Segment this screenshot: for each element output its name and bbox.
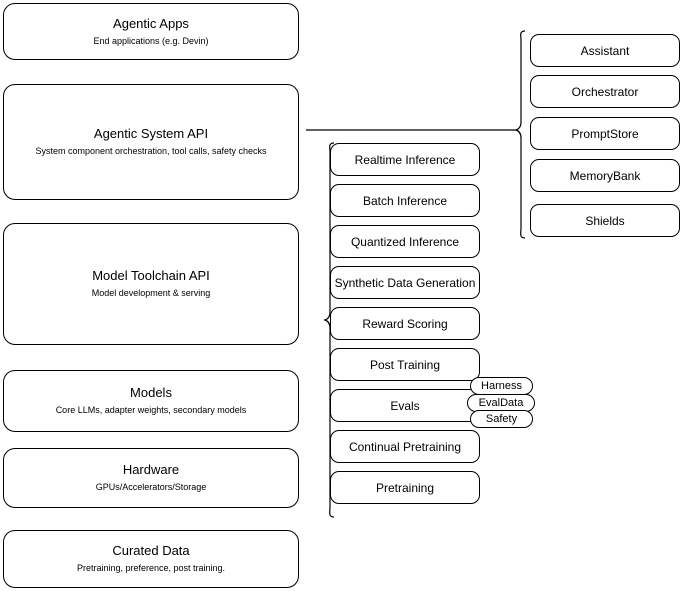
item-label: Evals (390, 398, 420, 413)
stack-layer-model-toolchain-api[interactable]: Model Toolchain API Model development & … (3, 223, 299, 345)
layer-subtitle: End applications (e.g. Devin) (93, 35, 209, 46)
evals-sub-item-safety[interactable]: Safety (470, 410, 533, 428)
layer-title: Hardware (122, 462, 180, 477)
item-label: MemoryBank (569, 168, 641, 183)
toolchain-item-pretraining[interactable]: Pretraining (330, 471, 480, 504)
stack-layer-agentic-system-api[interactable]: Agentic System API System component orch… (3, 84, 299, 200)
layer-subtitle: Core LLMs, adapter weights, secondary mo… (55, 405, 247, 415)
toolchain-item-batch-inference[interactable]: Batch Inference (330, 184, 480, 217)
item-label: Post Training (369, 357, 441, 372)
item-label: Shields (585, 213, 625, 228)
layer-title: Curated Data (112, 543, 190, 558)
item-label: Realtime Inference (354, 152, 456, 167)
mini-pill-label: Safety (485, 413, 518, 425)
item-label: Pretraining (375, 480, 435, 495)
agentic-item-shields[interactable]: Shields (530, 204, 680, 237)
item-label: Quantized Inference (350, 234, 460, 249)
toolchain-item-synthetic-data-generation[interactable]: Synthetic Data Generation (330, 266, 480, 299)
agentic-item-promptstore[interactable]: PromptStore (530, 117, 680, 150)
mini-pill-label: Harness (481, 380, 522, 392)
agentic-item-orchestrator[interactable]: Orchestrator (530, 75, 680, 108)
layer-subtitle: GPUs/Accelerators/Storage (95, 482, 207, 492)
layer-subtitle: System component orchestration, tool cal… (35, 146, 267, 156)
item-label: Orchestrator (571, 84, 639, 99)
mini-pill-label: EvalData (478, 397, 524, 409)
stack-layer-curated-data[interactable]: Curated Data Pretraining, preference, po… (3, 530, 299, 588)
item-label: Batch Inference (362, 193, 448, 208)
evals-sub-item-harness[interactable]: Harness (470, 377, 533, 395)
layer-subtitle: Model development & serving (91, 288, 211, 298)
brace-agentic-components (514, 30, 526, 239)
item-label: Continual Pretraining (348, 439, 462, 454)
toolchain-item-evals[interactable]: Evals (330, 389, 480, 422)
layer-title: Agentic System API (93, 126, 209, 141)
item-label: Assistant (580, 43, 630, 58)
layer-title: Models (130, 385, 172, 400)
agentic-item-memorybank[interactable]: MemoryBank (530, 159, 680, 192)
layer-subtitle: Pretraining, preference, post training. (76, 563, 226, 573)
toolchain-item-realtime-inference[interactable]: Realtime Inference (330, 143, 480, 176)
item-label: PromptStore (571, 126, 639, 141)
layer-title: Model Toolchain API (92, 268, 210, 283)
item-label: Synthetic Data Generation (334, 275, 476, 290)
stack-layer-models[interactable]: Models Core LLMs, adapter weights, secon… (3, 370, 299, 432)
stack-layer-hardware[interactable]: Hardware GPUs/Accelerators/Storage (3, 448, 299, 508)
item-label: Reward Scoring (362, 316, 448, 331)
toolchain-item-reward-scoring[interactable]: Reward Scoring (330, 307, 480, 340)
toolchain-item-quantized-inference[interactable]: Quantized Inference (330, 225, 480, 258)
toolchain-item-post-training[interactable]: Post Training (330, 348, 480, 381)
layer-title: Agentic Apps (113, 15, 189, 31)
stack-layer-agentic-apps[interactable]: Agentic Apps End applications (e.g. Devi… (3, 3, 299, 60)
toolchain-item-continual-pretraining[interactable]: Continual Pretraining (330, 430, 480, 463)
agentic-item-assistant[interactable]: Assistant (530, 34, 680, 67)
